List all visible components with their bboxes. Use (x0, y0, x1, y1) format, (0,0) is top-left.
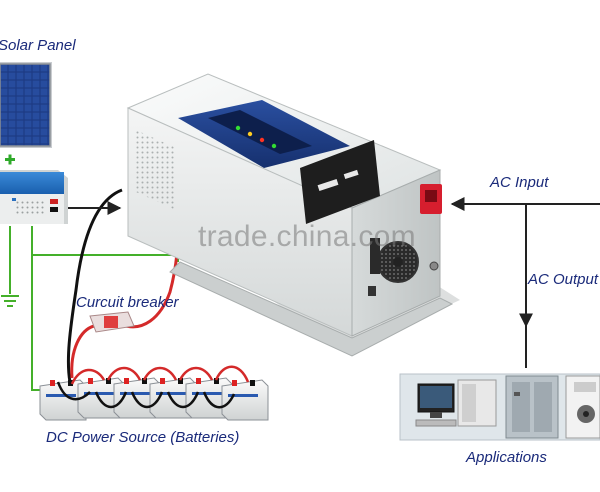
ac-output-label: AC Output (528, 272, 598, 287)
solar-panel-label: Solar Panel (0, 38, 76, 53)
charge-controller-icon (0, 170, 68, 224)
applications-group (400, 374, 600, 440)
dc-power-source-label: DC Power Source (Batteries) (46, 430, 239, 445)
circuit-breaker-icon (90, 312, 134, 332)
circuit-breaker-label: Curcuit breaker (76, 295, 179, 310)
plus-sign-icon (5, 155, 15, 165)
inverter-icon (128, 74, 460, 356)
battery-bank (40, 367, 268, 420)
ground-icon (1, 296, 19, 306)
watermark: trade.china.com (198, 222, 416, 252)
applications-label: Applications (466, 450, 547, 465)
cabinet-icon (506, 376, 558, 438)
battery-icon (222, 380, 268, 420)
solar-panel-icon (0, 62, 52, 148)
ac-input-label: AC Input (490, 175, 548, 190)
air-conditioner-icon (566, 376, 600, 438)
dc-wire-black (68, 190, 122, 382)
